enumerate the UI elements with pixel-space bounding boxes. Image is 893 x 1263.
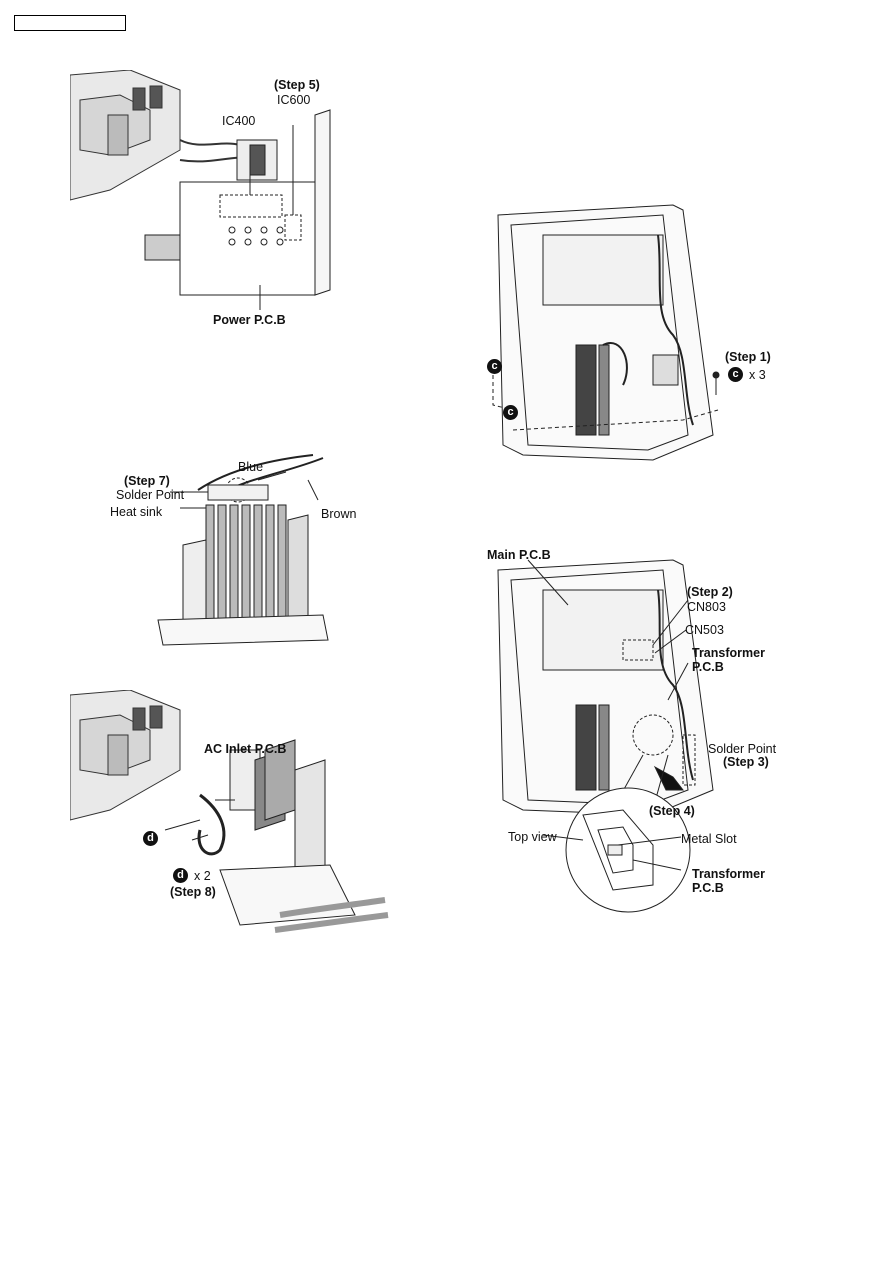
page-header-box: [14, 15, 126, 31]
screw-d-marker: d: [143, 831, 158, 846]
cn503-label: CN503: [685, 623, 724, 637]
solder-point-label: Solder Point: [708, 742, 777, 756]
screw-c-marker-left: c: [487, 359, 502, 374]
top-view-label: Top view: [508, 830, 557, 844]
screw-c-marker-lower: c: [503, 405, 518, 420]
step-5-label: (Step 5): [274, 78, 320, 92]
cn803-label: CN803: [687, 600, 726, 614]
step-3-label: (Step 3): [723, 755, 769, 769]
screw-c-count-icon: c: [728, 367, 743, 382]
ic400-label: IC400: [222, 114, 256, 128]
heat-sink-drawing: [157, 454, 329, 646]
screw-c-count: x 3: [749, 368, 766, 382]
step-8-label: (Step 8): [170, 885, 216, 899]
power-pcb-drawing: [70, 70, 331, 310]
step-2-label: (Step 2): [687, 585, 733, 599]
ac-inlet-pcb-label: AC Inlet P.C.B: [204, 742, 287, 756]
blue-wire-label: Blue: [238, 460, 264, 474]
transformer-pcb-label: P.C.B: [692, 660, 724, 674]
chassis-drawing: [492, 204, 720, 461]
step-4-label: (Step 4): [649, 804, 695, 818]
metal-slot-label: Metal Slot: [681, 832, 737, 846]
figure-chassis-step1: c c (Step 1) c x 3: [483, 195, 803, 475]
step-7-label: (Step 7): [124, 474, 170, 488]
figure-main-pcb: Main P.C.B (Step 2) CN803 CN503 Transfor…: [483, 545, 803, 925]
transformer-pcb-label-top-view: P.C.B: [692, 881, 724, 895]
transformer-label: Transformer: [692, 646, 765, 660]
main-pcb-drawing: [497, 559, 714, 913]
solder-point-label: Solder Point: [116, 488, 185, 502]
screw-d-count-icon: d: [173, 868, 188, 883]
heat-sink-label: Heat sink: [110, 505, 163, 519]
power-pcb-label: Power P.C.B: [213, 313, 286, 327]
step-1-label: (Step 1): [725, 350, 771, 364]
transformer-label-top-view: Transformer: [692, 867, 765, 881]
figure-heat-sink: Blue (Step 7) Solder Point Heat sink Bro…: [108, 450, 363, 650]
figure-power-pcb: (Step 5) IC600 IC400 Power P.C.B: [70, 70, 390, 335]
main-pcb-label: Main P.C.B: [487, 548, 551, 562]
screw-d-count: x 2: [194, 869, 211, 883]
figure-ac-inlet-pcb: AC Inlet P.C.B d d x 2 (Step 8): [70, 690, 390, 960]
brown-wire-label: Brown: [321, 507, 357, 521]
ic600-label: IC600: [277, 93, 311, 107]
ac-inlet-drawing: [70, 690, 389, 933]
